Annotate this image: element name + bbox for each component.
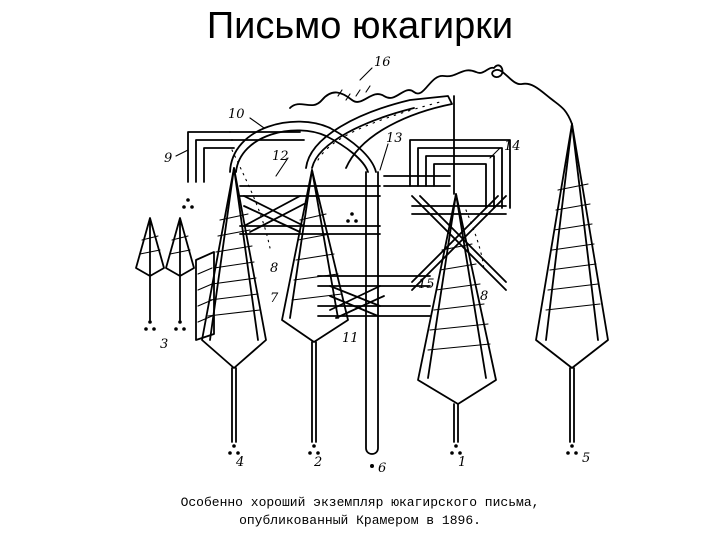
figure-caption: Особенно хороший экземпляр юкагирского п… — [0, 494, 720, 530]
leader-lines — [176, 68, 500, 176]
caption-line-1: Особенно хороший экземпляр юкагирского п… — [0, 494, 720, 512]
wavy-line-16 — [290, 65, 572, 124]
label-9: 9 — [164, 151, 172, 166]
label-7: 7 — [270, 291, 279, 306]
label-3: 3 — [160, 337, 168, 352]
label-1: 1 — [458, 455, 466, 470]
figure-4 — [202, 168, 266, 442]
label-5: 5 — [582, 451, 590, 466]
hood-13 — [306, 96, 452, 168]
label-16: 16 — [374, 55, 391, 70]
label-12: 12 — [272, 149, 289, 164]
label-8a: 8 — [270, 261, 278, 276]
figure-3 — [136, 218, 194, 320]
figure-5 — [536, 124, 608, 442]
label-14: 14 — [504, 139, 521, 154]
label-11: 11 — [342, 331, 359, 346]
label-2: 2 — [313, 455, 322, 470]
label-6: 6 — [378, 461, 386, 476]
label-13: 13 — [386, 131, 403, 146]
label-8b: 8 — [480, 289, 488, 304]
label-4: 4 — [235, 455, 244, 470]
label-10: 10 — [228, 107, 245, 122]
caption-line-2: опубликованный Крамером в 1896. — [0, 512, 720, 530]
label-15: 15 — [418, 277, 435, 292]
dotted-strands-8 — [232, 150, 484, 270]
dot-marks — [144, 198, 578, 468]
